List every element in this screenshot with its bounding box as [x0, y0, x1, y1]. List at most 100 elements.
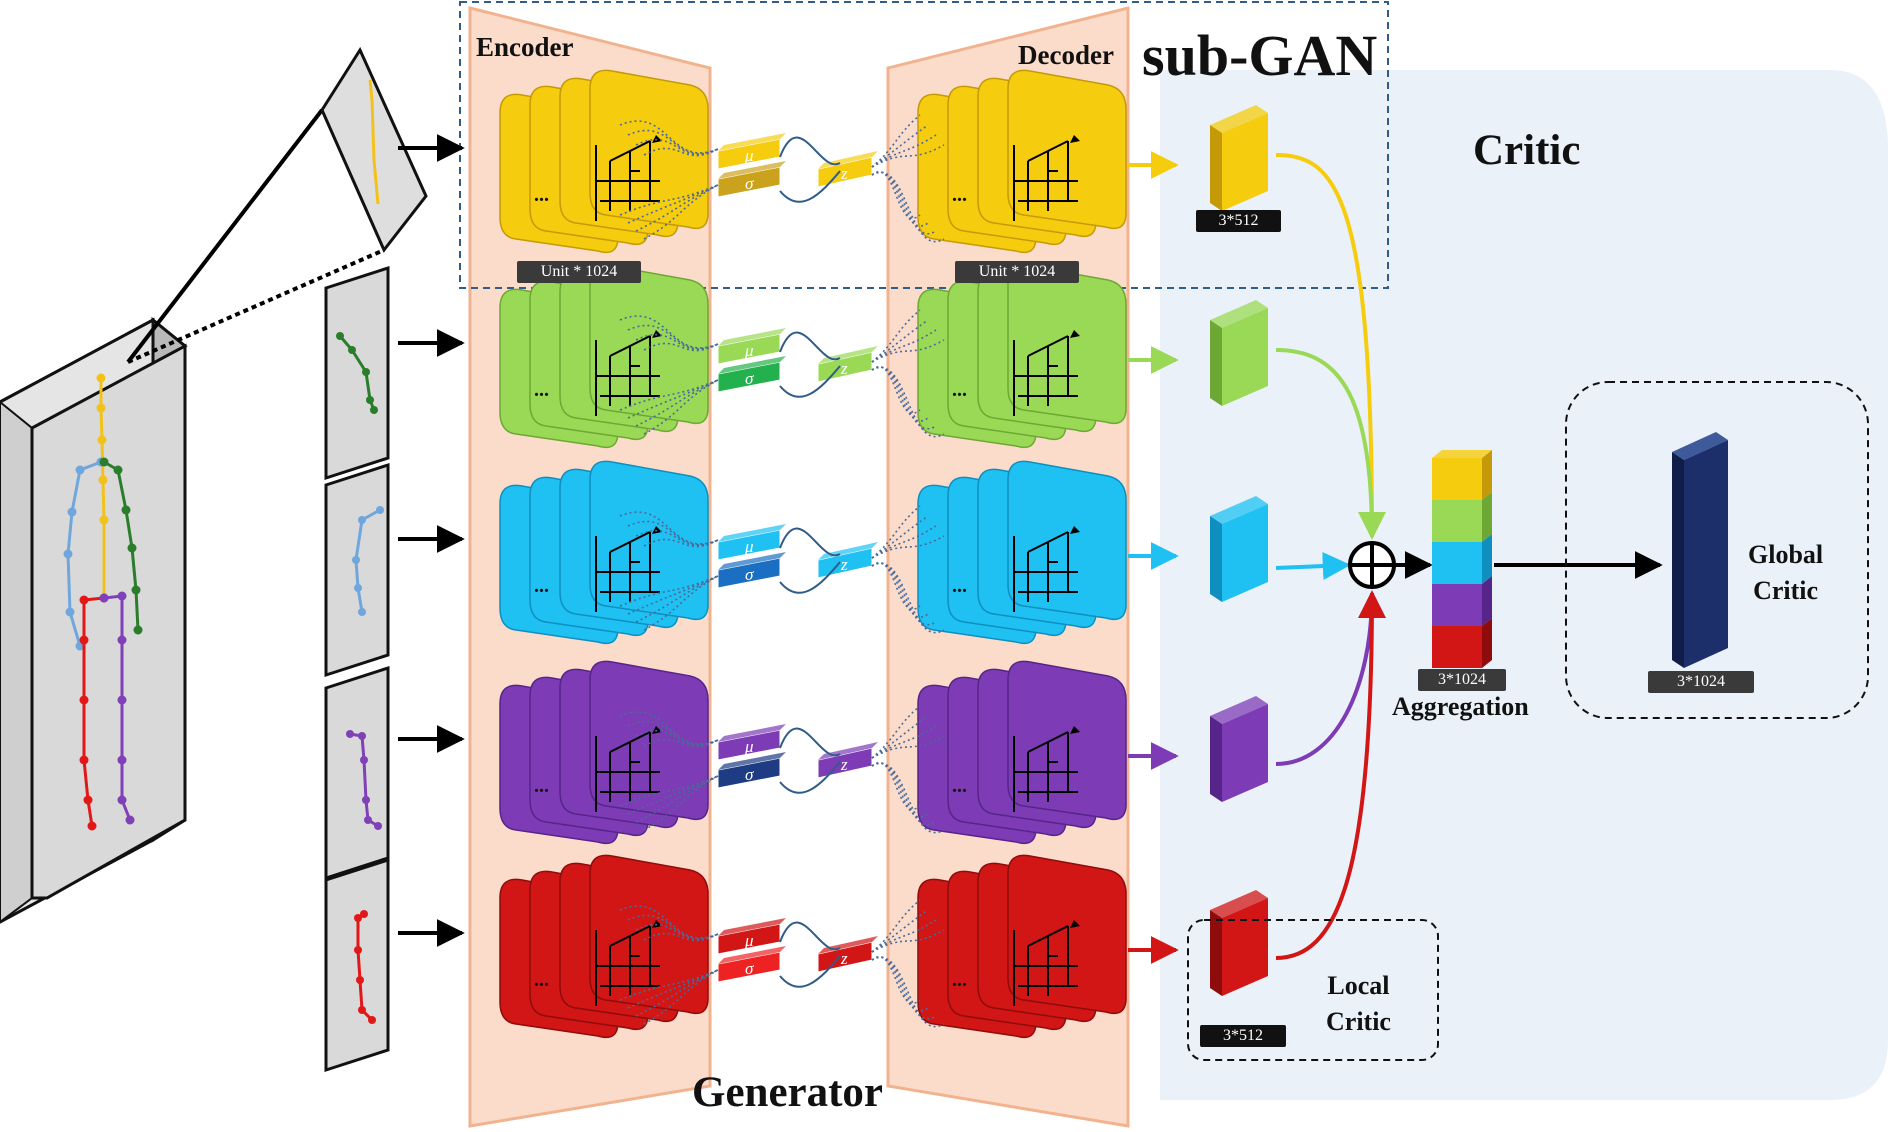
- connection-line: [871, 562, 945, 634]
- connection-line: [871, 929, 945, 953]
- connection-line: [871, 171, 945, 243]
- connection-line: [871, 535, 945, 559]
- ellipsis-mark: ...: [534, 775, 549, 797]
- ellipsis-mark: ...: [534, 969, 549, 991]
- connection-line: [871, 144, 945, 168]
- decoder-lstm-stack: ...: [917, 264, 1127, 449]
- latent-symbol: σ: [745, 765, 754, 784]
- connection-line: [871, 515, 929, 559]
- aggregated-tag: 3*1024: [1418, 669, 1506, 691]
- sub-gan-label: sub-GAN: [1142, 23, 1378, 88]
- body-part-panel: [324, 265, 390, 481]
- ellipsis-mark: ...: [534, 379, 549, 401]
- feature-cube: [1210, 890, 1268, 996]
- connection-line: [619, 184, 719, 216]
- sample-line: [779, 727, 841, 757]
- connection-line: [619, 905, 719, 939]
- sample-line: [779, 527, 841, 557]
- connection-line: [619, 575, 719, 607]
- zoom-line-dotted: [127, 248, 385, 364]
- latent-symbol: z: [840, 755, 848, 774]
- ellipsis-mark: ...: [952, 379, 967, 401]
- lstm-cell-icon: [1013, 330, 1080, 416]
- lstm-cell-icon: [1013, 920, 1080, 1006]
- ellipsis-mark: ...: [952, 775, 967, 797]
- connection-line: [635, 775, 719, 823]
- merge-arrow-icon: [1275, 153, 1386, 540]
- latent-symbol: σ: [745, 565, 754, 584]
- connection-line: [871, 366, 945, 438]
- local-critic-tag: 3*512: [1200, 1025, 1286, 1047]
- connection-line: [619, 120, 719, 154]
- latent-symbol: μ: [744, 737, 754, 756]
- lstm-cell-icon: [595, 920, 662, 1006]
- torso-part-bones: [368, 79, 380, 205]
- ellipsis-mark: ...: [534, 184, 549, 206]
- connection-line: [643, 379, 719, 435]
- sample-line: [779, 761, 841, 794]
- latent-symbol: μ: [744, 931, 754, 950]
- decoder-lstm-stack: ...: [917, 854, 1127, 1039]
- connection-line: [871, 956, 945, 1028]
- encoder-lstm-stack: ...: [499, 460, 709, 645]
- merge-arrow-icon: [1275, 590, 1386, 960]
- global-critic-bar: [1672, 432, 1728, 668]
- latent-symbol: μ: [744, 537, 754, 556]
- feature-cube: [1210, 105, 1268, 211]
- connection-line: [643, 775, 719, 831]
- aggregation-plus-icon: [1348, 541, 1396, 589]
- aggregation-label: Aggregation: [1392, 692, 1529, 721]
- mu-block: μ: [717, 524, 786, 561]
- sample-line: [779, 365, 841, 398]
- connection-line: [871, 715, 929, 759]
- skeleton-box-edge: [0, 400, 33, 924]
- feature-cube: [1210, 300, 1268, 406]
- z-block: z: [817, 742, 878, 779]
- sample-line: [779, 136, 841, 166]
- sample-line: [779, 170, 841, 203]
- lstm-cell-icon: [1013, 726, 1080, 812]
- feature-cube: [1210, 496, 1268, 602]
- ellipsis-mark: ...: [952, 575, 967, 597]
- critic-panel: [1160, 70, 1888, 1100]
- sample-line: [779, 955, 841, 988]
- connection-line: [871, 134, 937, 168]
- connection-line: [871, 735, 945, 759]
- local-critic-box: [1187, 919, 1439, 1061]
- connection-line: [871, 309, 921, 363]
- skeleton-icon: [63, 373, 143, 831]
- encoder-lstm-stack: ...: [499, 264, 709, 449]
- latent-symbol: μ: [744, 146, 754, 165]
- encoder-lstm-stack: ...: [499, 660, 709, 845]
- connection-line: [635, 379, 719, 427]
- connection-line: [635, 575, 719, 623]
- connection-line: [619, 711, 719, 745]
- critic-label: Critic: [1473, 127, 1581, 174]
- connection-line: [619, 969, 719, 1001]
- branch-feature-tag: 3*512: [1196, 210, 1281, 232]
- latent-symbol: σ: [745, 174, 754, 193]
- global-critic-box: [1565, 381, 1869, 719]
- decoder-lstm-stack: ...: [917, 660, 1127, 845]
- sigma-block: σ: [717, 161, 786, 198]
- merge-arrow-icon: [1275, 552, 1351, 581]
- sample-line: [779, 561, 841, 594]
- body-part-panel: [324, 462, 390, 678]
- connection-line: [871, 919, 937, 953]
- encoder-lstm-stack: ...: [499, 854, 709, 1039]
- local-critic-label: Local Critic: [1326, 971, 1391, 1036]
- lstm-cell-icon: [1013, 135, 1080, 221]
- connection-line: [643, 575, 719, 631]
- sample-line: [779, 331, 841, 361]
- ellipsis-mark: ...: [952, 969, 967, 991]
- latent-symbol: z: [840, 555, 848, 574]
- encoder-lstm-stack: ...: [499, 69, 709, 254]
- connection-line: [643, 184, 719, 240]
- connection-line: [635, 969, 719, 1017]
- latent-symbol: μ: [744, 341, 754, 360]
- decoder-lstm-stack: ...: [917, 69, 1127, 254]
- connection-line: [871, 899, 921, 953]
- connection-line: [635, 184, 719, 232]
- z-block: z: [817, 936, 878, 973]
